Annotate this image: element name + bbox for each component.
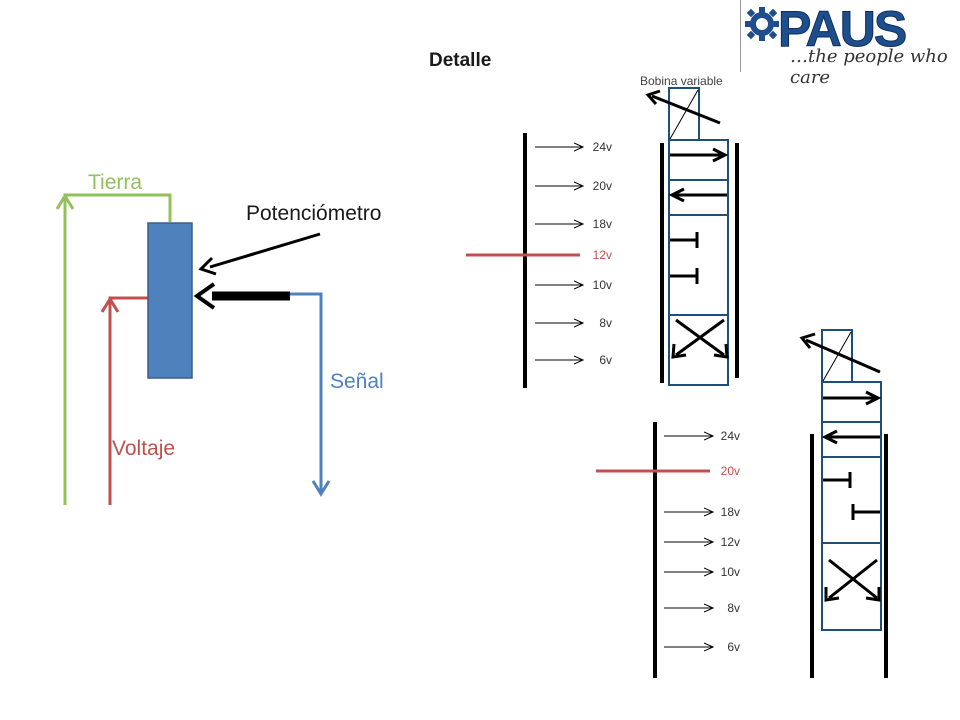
ground-label: Tierra	[88, 171, 143, 194]
scale-tick-label: 6v	[727, 640, 740, 654]
wiper-arrow	[193, 282, 290, 310]
scale-tick-label: 24v	[592, 140, 612, 154]
scale-tick-label: 12v	[720, 535, 740, 549]
variable-coil-arrow-1	[645, 89, 721, 125]
scale-tick-label: 10v	[720, 565, 740, 579]
valve-2	[810, 329, 888, 678]
paus-logo: PAUS …the people who care	[740, 0, 960, 88]
signal-label: Señal	[330, 370, 384, 393]
scale-tick-label: 12v	[592, 248, 612, 262]
scale-1-arrows	[535, 147, 583, 360]
potentiometer-label: Potenciómetro	[246, 202, 382, 225]
signal-wire	[290, 292, 331, 497]
scale-2-arrows	[664, 436, 713, 647]
scale-tick-label: 18v	[592, 217, 612, 231]
scale-tick-label: 18v	[720, 505, 740, 519]
variable-coil-arrow-2	[799, 332, 881, 374]
variable-coil-label: Bobina variable	[640, 74, 723, 88]
diagram-title: Detalle	[429, 50, 492, 71]
scale-tick-label: 6v	[599, 353, 612, 367]
scale-tick-label: 8v	[599, 316, 612, 330]
logo-divider	[740, 0, 741, 72]
scale-tick-label: 20v	[720, 464, 740, 478]
scale-tick-label: 8v	[727, 601, 740, 615]
voltage-label: Voltaje	[112, 437, 176, 460]
logo-tagline: …the people who care	[790, 46, 948, 88]
potentiometer-body	[147, 222, 193, 379]
scale-tick-label: 10v	[592, 278, 612, 292]
pot-pointer-arrow	[198, 232, 321, 276]
voltage-wire	[100, 296, 148, 505]
scale-tick-label: 20v	[592, 179, 612, 193]
logo-wordmark: PAUS	[777, 1, 907, 58]
gear-icon	[745, 7, 779, 41]
valve-1	[660, 87, 739, 386]
ground-wire	[55, 193, 172, 505]
scale-tick-label: 24v	[720, 429, 740, 443]
